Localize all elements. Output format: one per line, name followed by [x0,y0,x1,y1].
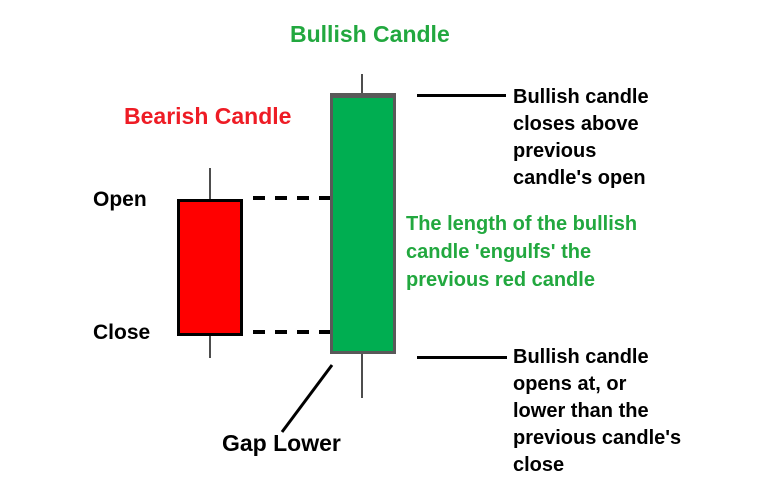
opens-lower-pointer-line [417,356,507,359]
gap-lower-pointer-line [280,364,334,433]
bullish-candle-title: Bullish Candle [290,21,450,47]
closes-above-pointer-line [417,94,506,97]
closes-above-annotation: Bullish candle closes above previous can… [513,86,649,189]
close-level-dashed-line [253,330,330,334]
bearish-candle-body [177,199,243,336]
gap-lower-label: Gap Lower [222,430,341,456]
open-level-dashed-line [253,196,330,200]
bearish-candle-title: Bearish Candle [124,103,292,129]
engulfs-annotation: The length of the bullish candle 'engulf… [406,213,638,291]
bullish-candle-body [330,93,396,354]
open-label: Open [93,188,147,211]
opens-lower-annotation: Bullish candle opens at, or lower than t… [513,346,682,476]
close-label: Close [93,321,151,344]
